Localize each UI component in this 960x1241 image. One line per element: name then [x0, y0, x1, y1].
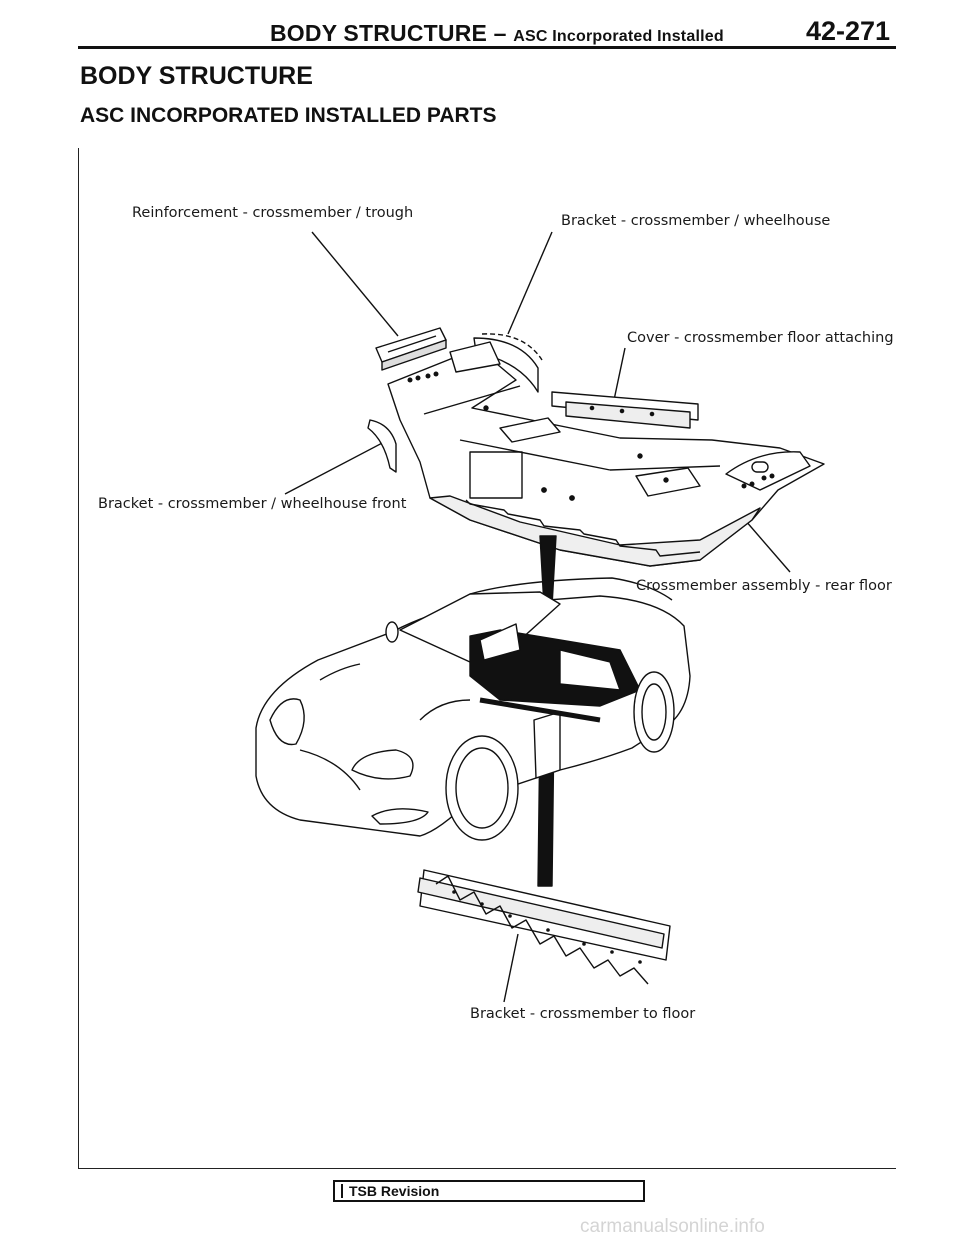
frame-bottom-rule — [78, 1168, 896, 1169]
section-title: BODY STRUCTURE — [80, 62, 313, 90]
callout-floor-bracket: Bracket - crossmember to floor — [470, 1006, 696, 1022]
tsb-revision-box: TSB Revision — [333, 1180, 645, 1202]
floor-bracket-part — [417, 869, 671, 985]
running-header-subtitle: ASC Incorporated Installed — [513, 28, 724, 45]
callout-wheelhouse-bracket: Bracket - crossmember / wheelhouse — [561, 213, 831, 229]
callout-crossmember-assembly: Crossmember assembly - rear floor — [636, 578, 892, 594]
car-body-illustration — [255, 577, 691, 841]
callout-floor-cover: Cover - crossmember floor attaching — [627, 330, 894, 346]
tsb-revision-label: TSB Revision — [349, 1183, 440, 1199]
site-watermark: carmanualsonline.info — [580, 1216, 765, 1237]
running-header: BODY STRUCTURE – ASC Incorporated Instal… — [270, 20, 724, 47]
callout-reinforcement: Reinforcement - crossmember / trough — [132, 205, 414, 221]
floor-cover-part — [551, 391, 699, 429]
front-bracket-part — [367, 419, 397, 473]
callout-front-bracket: Bracket - crossmember / wheelhouse front — [98, 496, 407, 512]
crossmember-assembly-part — [387, 341, 825, 567]
frame-left-rule — [78, 148, 79, 1168]
header-rule — [78, 46, 896, 49]
parts-illustration — [255, 231, 825, 1003]
page-number: 42-271 — [806, 16, 891, 46]
tsb-revision-separator — [341, 1184, 343, 1198]
reinforcement-part — [375, 327, 447, 371]
section-subtitle: ASC INCORPORATED INSTALLED PARTS — [80, 104, 497, 127]
running-header-title: BODY STRUCTURE – — [270, 20, 514, 46]
